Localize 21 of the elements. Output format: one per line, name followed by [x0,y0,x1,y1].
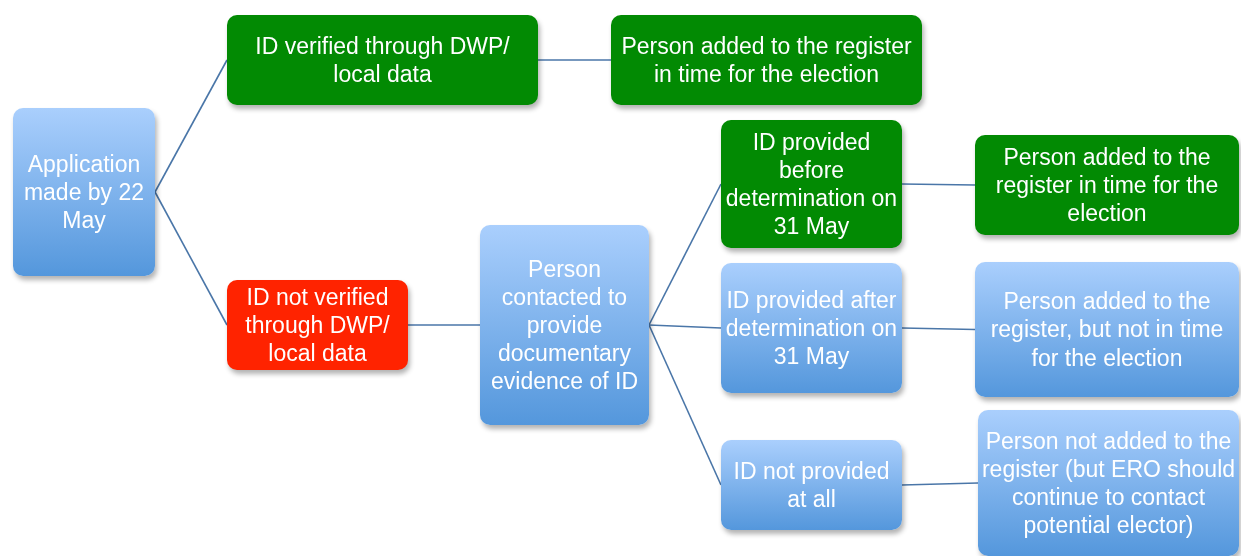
connector-line [537,59,612,61]
process-box: ID not provided at all [721,440,902,530]
connector-line [648,183,722,326]
connector-line [901,327,976,331]
process-box: ID provided before determination on 31 May [721,120,902,248]
connector-line [901,482,979,486]
connector-line [648,324,722,486]
process-box: Person added to the register, but not in time for the election [975,262,1239,397]
process-box: ID verified through DWP/ local data [227,15,538,105]
process-box: ID provided after determination on 31 May [721,263,902,393]
process-box: Application made by 22 May [13,108,155,276]
process-box: Person not added to the register (but ERO should continue to contact potential elector) [978,410,1239,556]
connector-line [154,191,228,326]
connector-line [648,324,722,329]
connector-line [901,183,976,186]
connector-line [407,324,481,326]
connector-line [154,59,228,193]
process-box: Person added to the register in time for the election [975,135,1239,235]
process-box: ID not verified through DWP/ local data [227,280,408,370]
process-box: Person added to the register in time for the election [611,15,922,105]
process-box: Person contacted to provide documentary evidence of ID [480,225,649,425]
